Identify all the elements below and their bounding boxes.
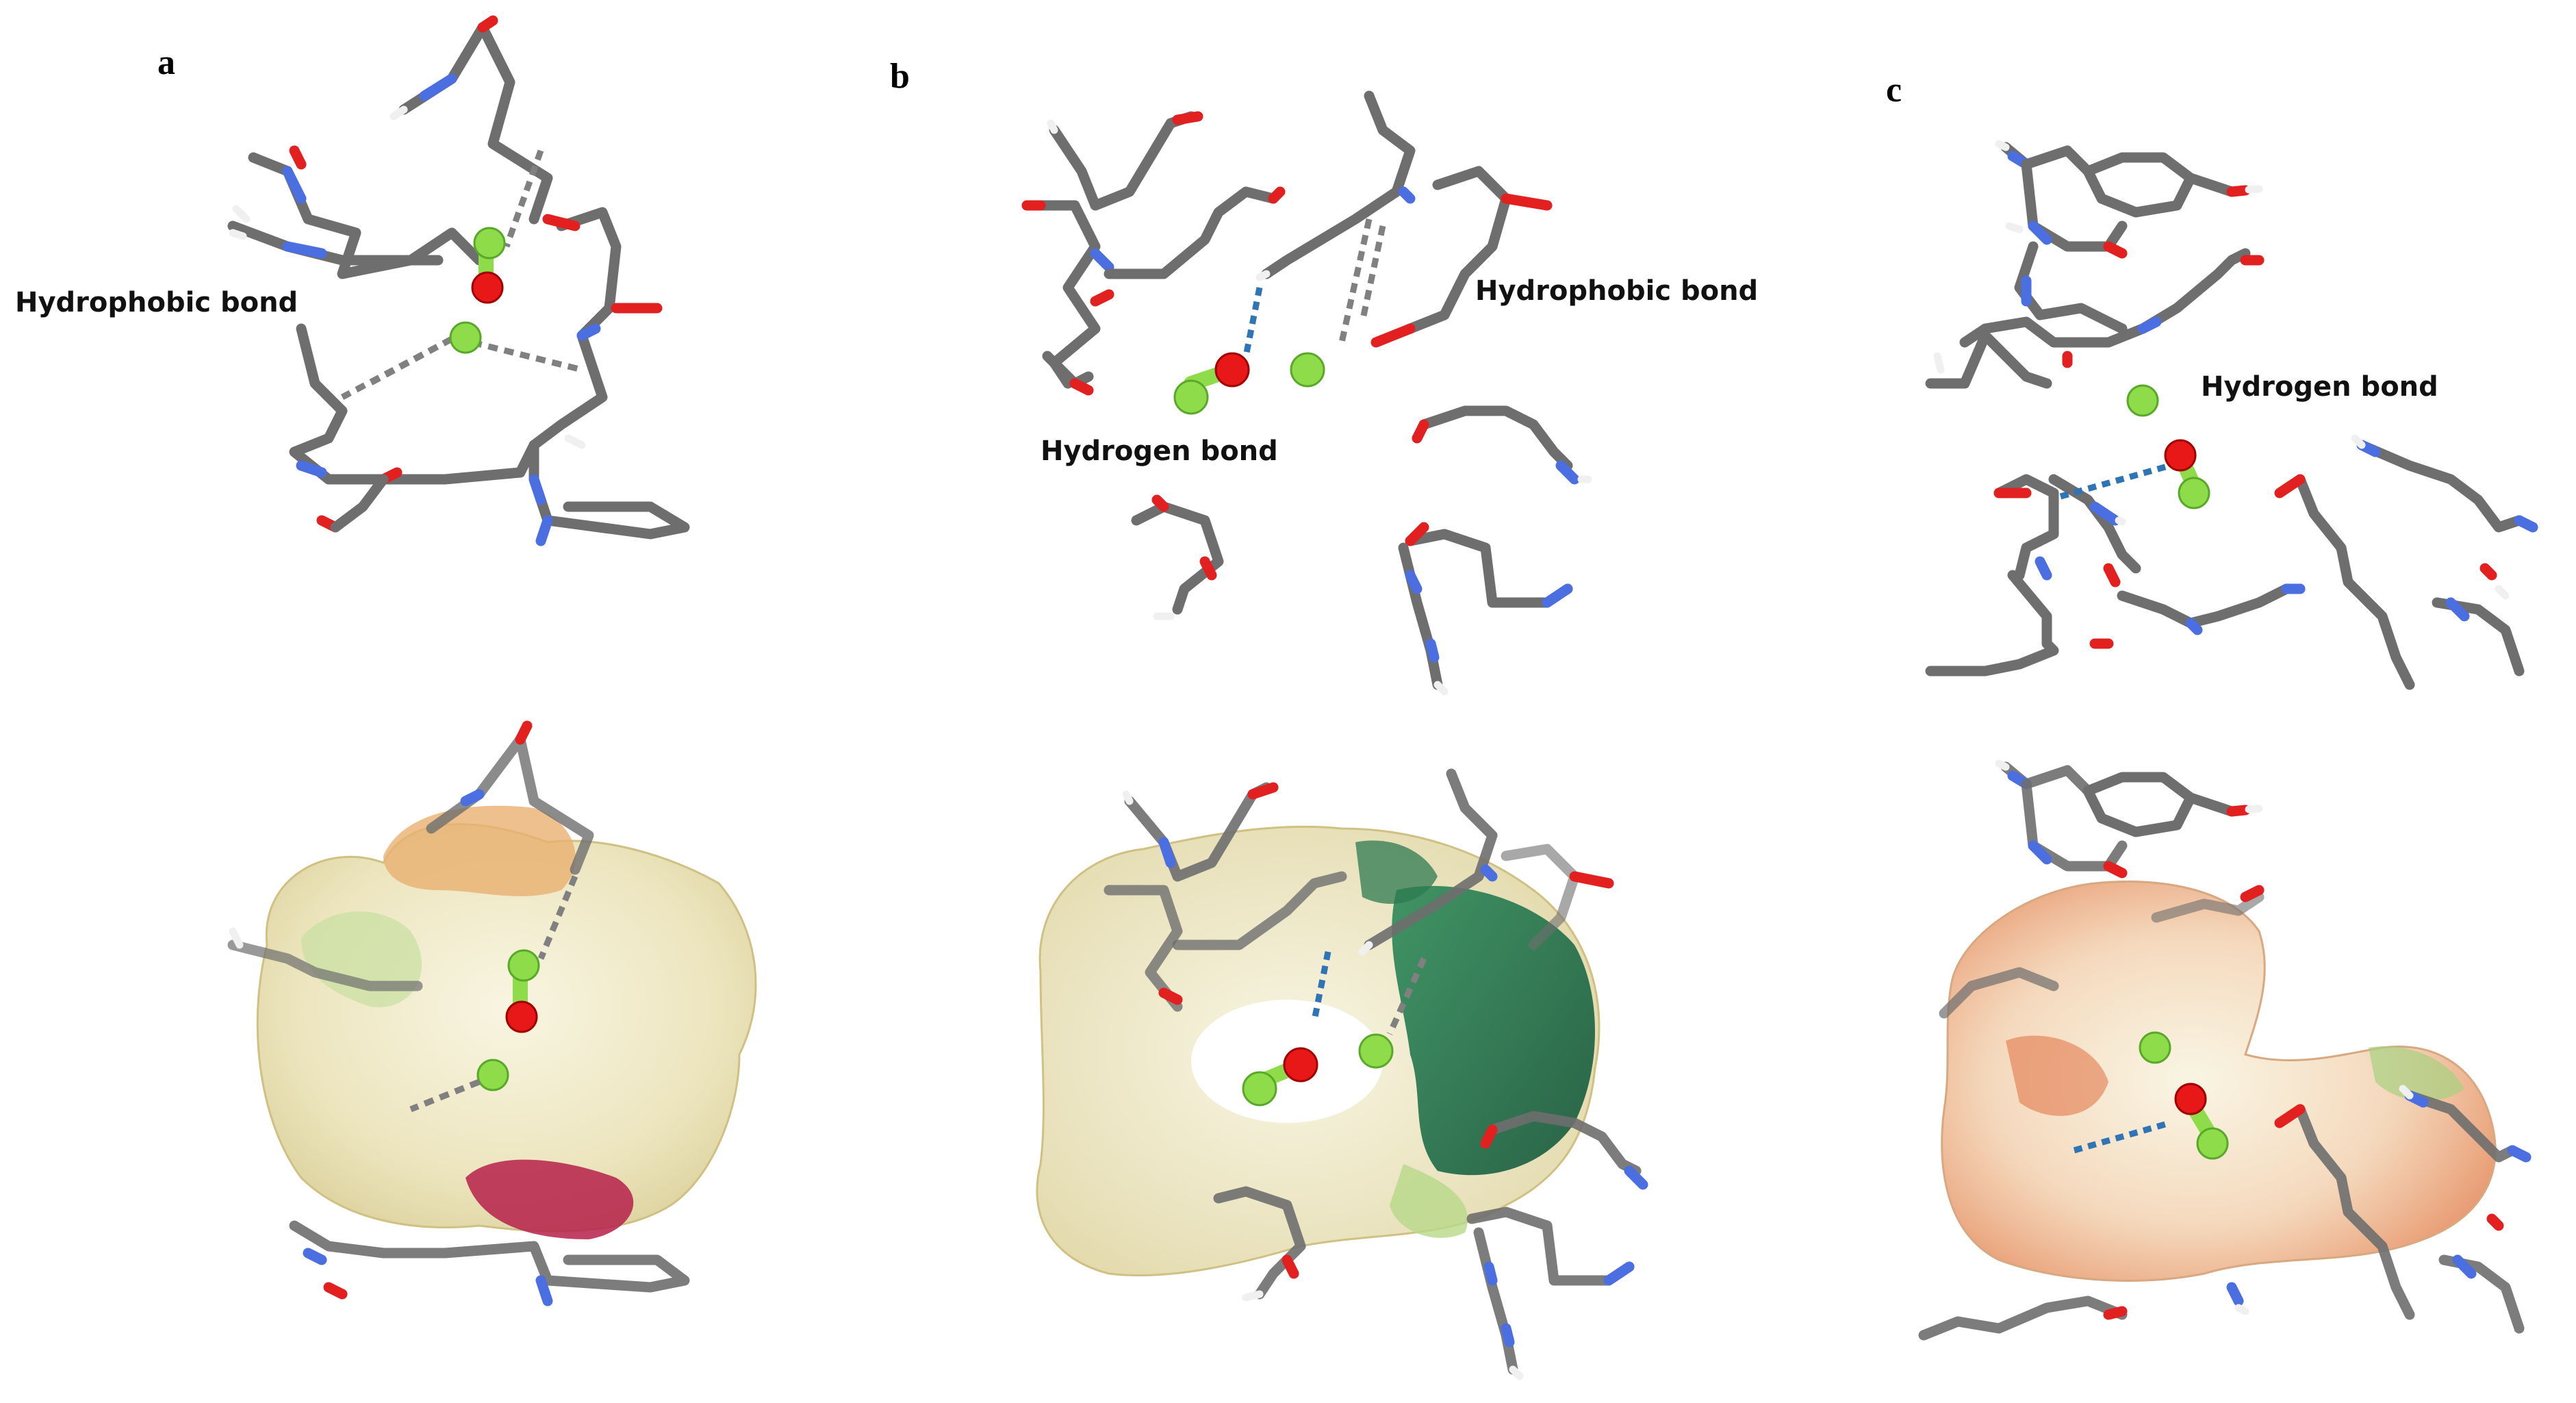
panel-b: b bbox=[890, 57, 1758, 1380]
panel-c-surface-structure bbox=[1918, 759, 2532, 1341]
panel-c-top-structure bbox=[1925, 140, 2538, 690]
panel-b-hydrophobic-label: Hydrophobic bond bbox=[1475, 275, 1758, 307]
panel-a-top-structure bbox=[227, 15, 690, 546]
panel-c-letter: c bbox=[1886, 71, 1902, 110]
panel-c: c bbox=[1886, 71, 2538, 1341]
panel-b-letter: b bbox=[890, 57, 910, 96]
panel-a-surface-structure bbox=[227, 720, 757, 1306]
panel-a-label: Hydrophobic bond bbox=[15, 287, 298, 318]
panel-a: a bbox=[15, 15, 757, 1306]
panel-b-hydrogen-label: Hydrogen bond bbox=[1041, 435, 1278, 467]
panel-b-surface-structure bbox=[1036, 768, 1648, 1380]
panel-a-letter: a bbox=[157, 43, 175, 82]
panel-c-label: Hydrogen bond bbox=[2201, 371, 2438, 403]
panel-b-top-structure bbox=[1021, 90, 1592, 696]
